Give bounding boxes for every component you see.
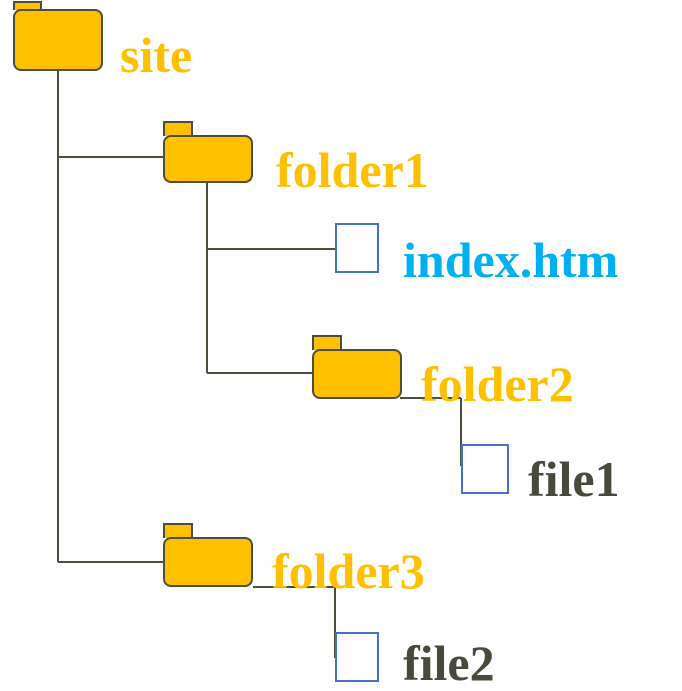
folder-icon[interactable] — [13, 0, 103, 72]
file1-label[interactable]: file1 — [528, 451, 620, 507]
index-file-label[interactable]: index.htm — [403, 232, 619, 288]
file-icon[interactable] — [461, 444, 509, 494]
folder1-label[interactable]: folder1 — [276, 142, 429, 198]
root-folder-label[interactable]: site — [120, 27, 193, 83]
folder-icon[interactable] — [162, 522, 254, 588]
folder3-label[interactable]: folder3 — [272, 543, 425, 599]
folder-icon[interactable] — [162, 120, 254, 184]
file-icon[interactable] — [335, 223, 379, 273]
folder2-label[interactable]: folder2 — [421, 356, 574, 412]
file2-label[interactable]: file2 — [403, 635, 495, 691]
file-icon[interactable] — [335, 632, 379, 682]
folder-icon[interactable] — [311, 334, 403, 400]
